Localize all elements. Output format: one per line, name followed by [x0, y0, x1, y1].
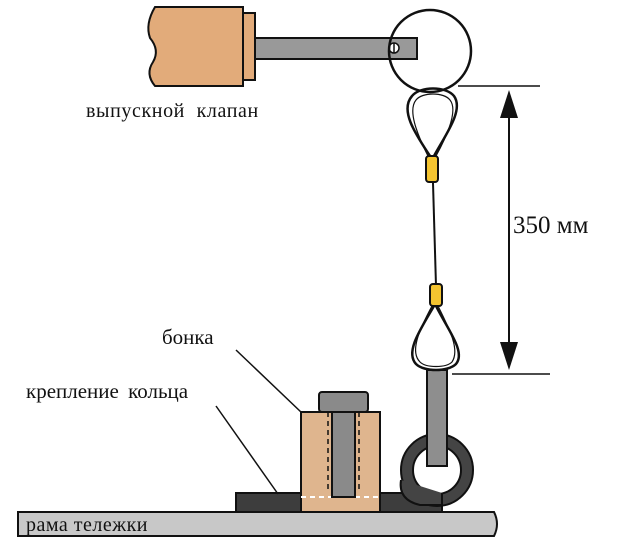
- arrow-up-icon: [500, 90, 518, 118]
- release-valve: [147, 6, 418, 87]
- upper-ring: [387, 8, 473, 94]
- bolt-head: [318, 391, 369, 413]
- arrow-down-icon: [500, 342, 518, 370]
- bonka: [300, 391, 381, 513]
- bonka-label: бонка: [162, 325, 214, 349]
- dimension-350: 350 мм: [452, 85, 589, 375]
- upper-cable-loop: [406, 87, 459, 157]
- dimension-label: 350 мм: [513, 212, 589, 239]
- lower-cable-loop: [410, 305, 461, 372]
- ring-rod: [426, 369, 448, 467]
- ring-mount-label: крепление кольца: [26, 379, 189, 403]
- bolt-shank: [331, 411, 356, 498]
- bonka-leader: [235, 349, 303, 414]
- valve-stem: [254, 37, 418, 60]
- cable: [432, 182, 437, 287]
- bogie-frame: рама тележки: [17, 511, 498, 537]
- lower-crimp: [429, 283, 443, 307]
- upper-crimp: [425, 155, 439, 183]
- valve-label: выпускной клапан: [86, 100, 259, 122]
- frame-label: рама тележки: [26, 514, 148, 536]
- ring-mount-leader: [215, 405, 279, 495]
